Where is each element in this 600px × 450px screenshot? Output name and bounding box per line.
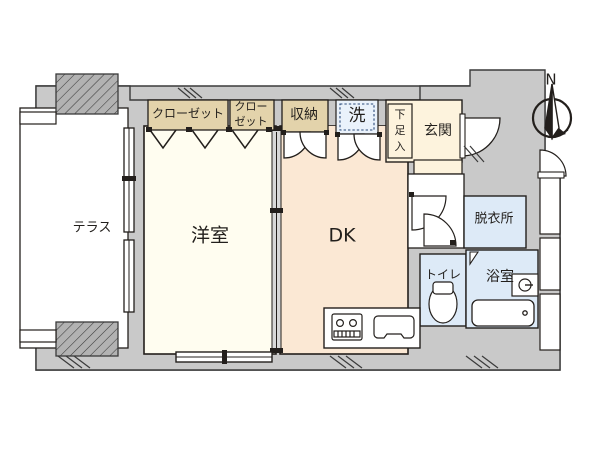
storage-label-shuno: 収納 — [290, 107, 318, 123]
room-label-genkan: 玄関 — [424, 122, 452, 139]
storage-label-closet-1: クローゼット — [152, 107, 224, 121]
room-label-yokushitsu: 浴室 — [486, 268, 514, 285]
storage-label-getabako: 足 — [395, 124, 406, 137]
window-south-washitsu — [175, 350, 273, 364]
windows — [122, 127, 273, 364]
toilet-bowl — [428, 281, 458, 324]
gas-stove — [331, 313, 363, 341]
storage-label-closet-2: クロー — [235, 100, 268, 113]
room-label-toilet: トイレ — [425, 268, 461, 282]
room-label-dk: DK — [328, 225, 356, 247]
sliding-partition — [270, 126, 283, 353]
kitchen-counter — [323, 307, 421, 349]
storage-label-getabako: 入 — [395, 140, 406, 153]
closet-folding-doors — [146, 127, 272, 150]
wall-hatch-marks — [57, 87, 499, 369]
bathtub — [471, 299, 535, 327]
storage-label-getabako: 下 — [395, 108, 406, 121]
window-terrace-left-2 — [123, 239, 135, 313]
room-toilet — [419, 253, 467, 327]
room-washitsu — [143, 125, 277, 355]
compass-rose: N — [531, 71, 573, 141]
hallway — [407, 173, 465, 249]
room-genkan — [385, 99, 463, 175]
entrance-door — [459, 113, 501, 159]
room-label-terrace: テラス — [73, 221, 112, 236]
outdoor-corridor — [537, 149, 567, 351]
storage-label-sen: 洗 — [349, 106, 366, 126]
room-label-washitsu: 洋室 — [191, 225, 229, 247]
compass-north-label: N — [545, 71, 556, 89]
bath-faucet — [511, 273, 539, 297]
room-label-datsuijo: 脱衣所 — [474, 211, 513, 227]
room-yokushitsu — [465, 249, 539, 329]
room-terrace — [19, 73, 129, 357]
storage-label-closet-2: ゼット — [235, 115, 268, 128]
window-terrace-left — [122, 127, 136, 233]
room-datsuijo — [463, 195, 527, 249]
storage-swing-doors — [281, 130, 382, 161]
kitchen-sink — [373, 315, 415, 339]
